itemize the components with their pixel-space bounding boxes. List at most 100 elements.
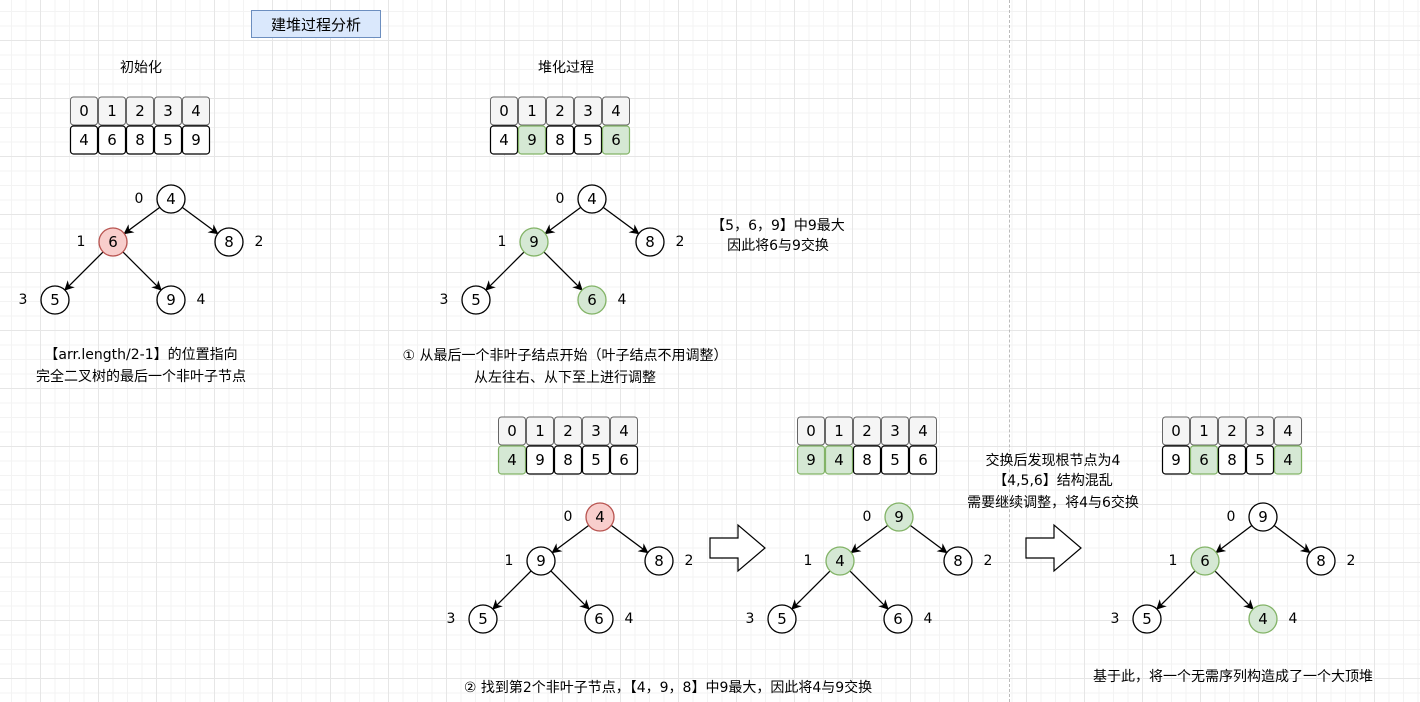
tree-node-index: 3 xyxy=(19,292,28,308)
array-value-cell xyxy=(97,125,127,155)
tree-node-value: 8 xyxy=(1316,552,1326,570)
array-index-cell xyxy=(1190,416,1218,446)
tree-edge xyxy=(544,206,582,235)
tree-edge xyxy=(1215,524,1253,554)
array-index-label: 2 xyxy=(563,422,573,440)
tree-node-value: 8 xyxy=(224,233,234,251)
array-index-cell xyxy=(554,416,582,446)
tree-node xyxy=(461,285,491,315)
tree-edge xyxy=(123,206,161,235)
array-value-cell xyxy=(1217,445,1247,475)
tree-node-index: 0 xyxy=(863,509,872,525)
array-index-label: 0 xyxy=(1171,422,1181,440)
array-value-label: 8 xyxy=(862,451,872,469)
array-index-label: 3 xyxy=(163,102,173,120)
array-index-cell xyxy=(490,96,518,126)
array-index-label: 1 xyxy=(107,102,117,120)
tree-node-index: 2 xyxy=(685,553,694,569)
array-index-label: 3 xyxy=(583,102,593,120)
array-index-label: 3 xyxy=(890,422,900,440)
tree-node-index: 2 xyxy=(255,234,264,250)
array-value-label: 6 xyxy=(1199,451,1209,469)
tree-node-value: 6 xyxy=(108,233,118,251)
array-value-label: 8 xyxy=(1227,451,1237,469)
array-index-label: 4 xyxy=(191,102,201,120)
array-value-label: 9 xyxy=(806,451,816,469)
array-index-cell xyxy=(498,416,526,446)
array-index-label: 1 xyxy=(834,422,844,440)
step1-note-line1: 【5，6，9】中9最大 xyxy=(711,218,845,234)
tree-edge xyxy=(909,524,948,554)
tree-node xyxy=(577,184,607,214)
array-index-cell xyxy=(797,416,825,446)
tree-node-value: 6 xyxy=(594,610,604,628)
tree-node-value: 5 xyxy=(478,610,488,628)
array-index-label: 0 xyxy=(79,102,89,120)
array-value-cell xyxy=(153,125,183,155)
tree-edge xyxy=(1156,570,1196,610)
init-caption-line2: 完全二叉树的最后一个非叶子节点 xyxy=(36,369,246,385)
array-value-cell xyxy=(609,445,639,475)
tree-edge xyxy=(610,524,649,554)
section-divider xyxy=(1009,0,1010,702)
tree-node xyxy=(519,227,549,257)
tree-node xyxy=(214,227,244,257)
array-value-label: 9 xyxy=(191,131,201,149)
array-value-label: 9 xyxy=(1171,451,1181,469)
tree-node-value: 9 xyxy=(529,233,539,251)
tree-edge xyxy=(543,251,583,291)
array-index-label: 1 xyxy=(527,102,537,120)
tree-node xyxy=(1248,502,1278,532)
array-value-label: 5 xyxy=(591,451,601,469)
tree-edge xyxy=(1214,570,1254,610)
tree-node-index: 4 xyxy=(625,611,634,627)
array-index-label: 1 xyxy=(1199,422,1209,440)
array-value-cell xyxy=(796,445,826,475)
tree-node xyxy=(767,604,797,634)
array-value-label: 4 xyxy=(79,131,89,149)
tree-node-value: 8 xyxy=(645,233,655,251)
array-value-cell xyxy=(125,125,155,155)
tree-node xyxy=(883,604,913,634)
tree-node-value: 9 xyxy=(894,508,904,526)
tree-node-value: 4 xyxy=(835,552,845,570)
step1-caption-line1: ① 从最后一个非叶子结点开始（叶子结点不用调整） xyxy=(402,348,728,364)
array-value-label: 9 xyxy=(527,131,537,149)
array-value-cell xyxy=(69,125,99,155)
tree-node-value: 5 xyxy=(1142,610,1152,628)
tree-edge xyxy=(551,524,590,554)
tree-node-index: 3 xyxy=(447,611,456,627)
array-index-cell xyxy=(70,96,98,126)
array-value-cell xyxy=(824,445,854,475)
tree-node-value: 5 xyxy=(471,291,481,309)
array-value-label: 6 xyxy=(619,451,629,469)
tree-node-value: 8 xyxy=(654,552,664,570)
tree-node xyxy=(825,546,855,576)
conclusion-text: 基于此，将一个无需序列构造成了一个大顶堆 xyxy=(1093,669,1373,685)
array-value-label: 5 xyxy=(163,131,173,149)
tree-node-index: 3 xyxy=(440,292,449,308)
tree-node-value: 9 xyxy=(536,552,546,570)
tree-node-value: 6 xyxy=(893,610,903,628)
heapify-heading: 堆化过程 xyxy=(538,60,594,76)
tree-node xyxy=(526,546,556,576)
init-heading: 初始化 xyxy=(120,60,162,76)
array-value-cell xyxy=(517,125,547,155)
tree-node xyxy=(644,546,674,576)
tree-node-index: 1 xyxy=(804,553,813,569)
array-value-label: 8 xyxy=(135,131,145,149)
tree-node-value: 4 xyxy=(166,190,176,208)
array-index-cell xyxy=(526,416,554,446)
tree-node xyxy=(468,604,498,634)
array-value-cell xyxy=(1273,445,1303,475)
array-value-cell xyxy=(497,445,527,475)
array-value-cell xyxy=(581,445,611,475)
array-value-label: 8 xyxy=(555,131,565,149)
tree-node-index: 0 xyxy=(564,509,573,525)
